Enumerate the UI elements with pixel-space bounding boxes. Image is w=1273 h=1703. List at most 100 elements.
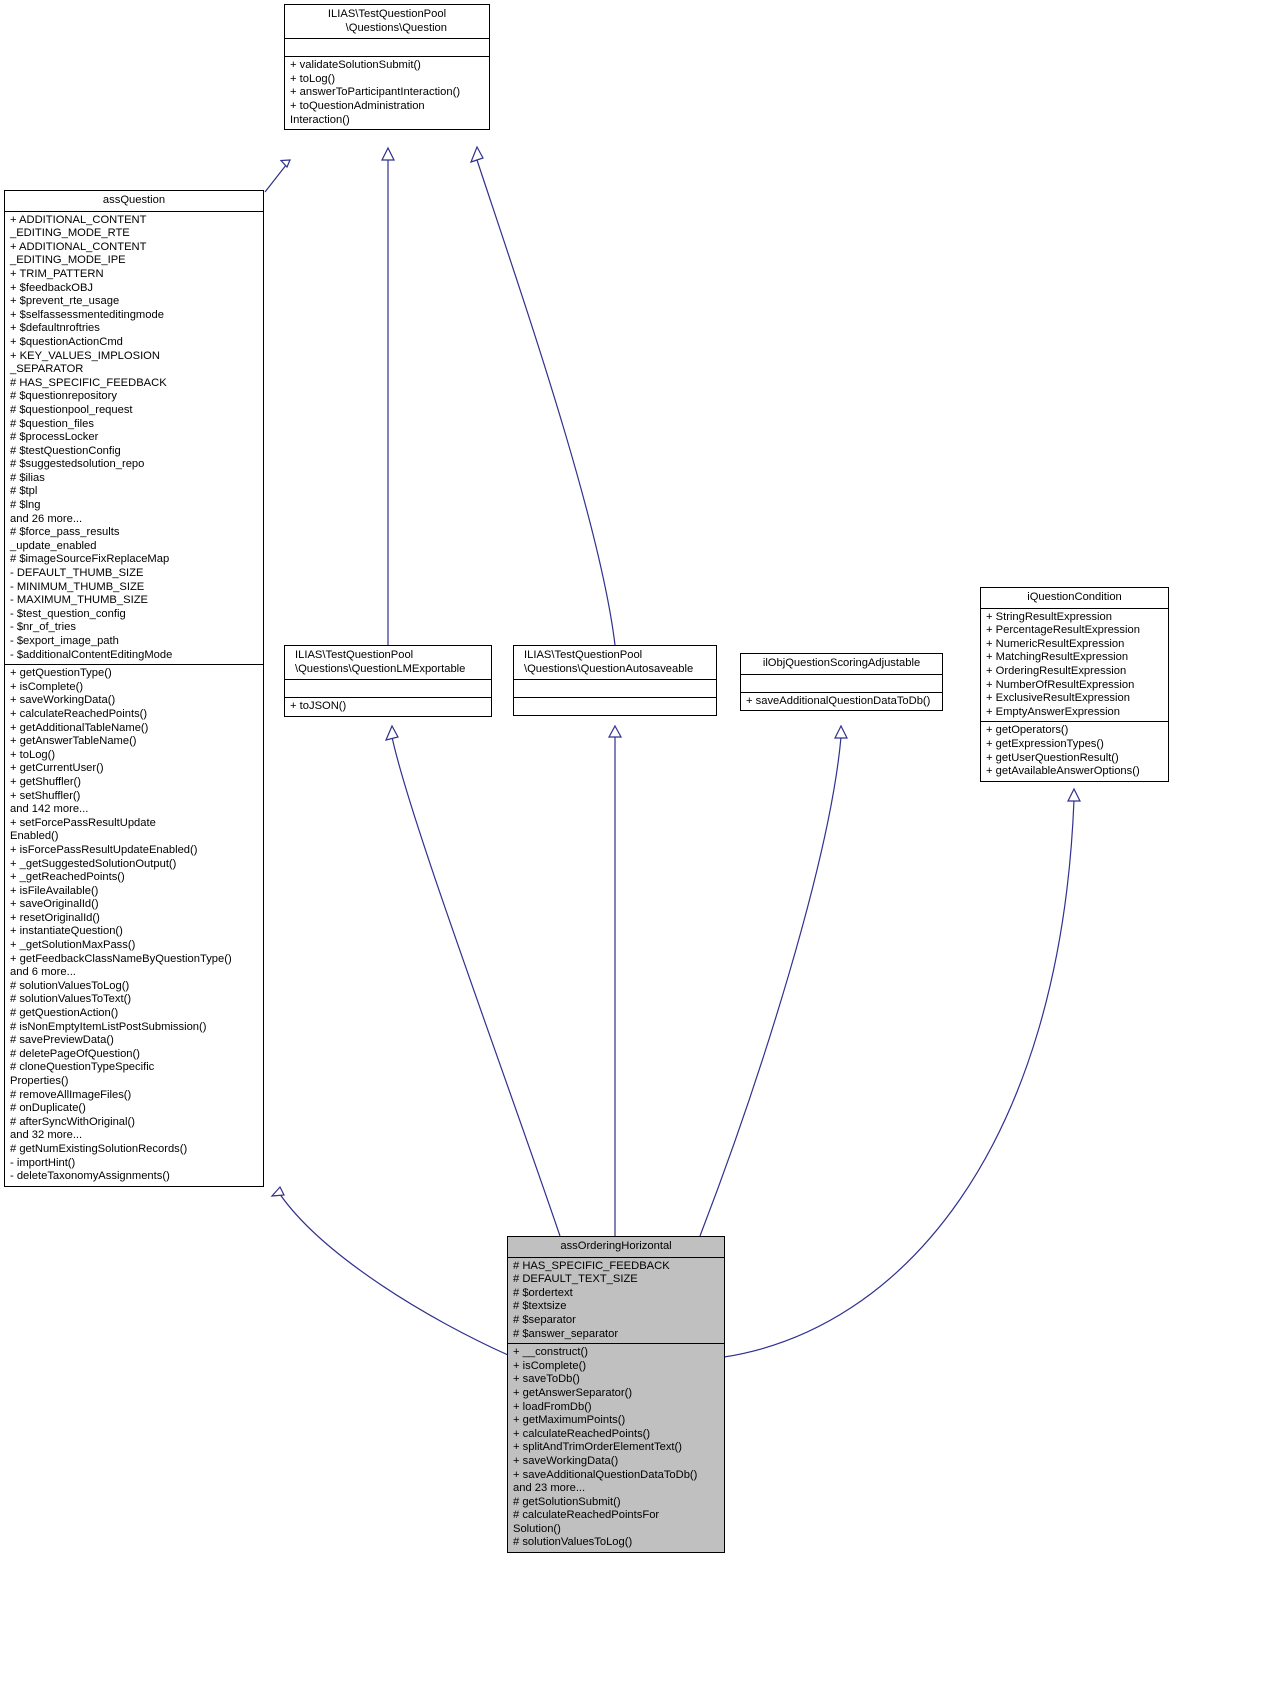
member-row: and 23 more... <box>513 1482 586 1495</box>
class-title-assquestion: assQuestion <box>102 194 166 206</box>
member-row: Enabled() <box>10 830 59 843</box>
member-row: _EDITING_MODE_IPE <box>10 254 126 267</box>
class-box-ilobjquestionscoringadjustable[interactable]: ilObjQuestionScoringAdjustable + saveAdd… <box>740 653 943 712</box>
member-row: + isComplete() <box>10 680 84 693</box>
member-row: + ADDITIONAL_CONTENT <box>10 240 147 253</box>
member-row: # $suggestedsolution_repo <box>10 458 145 471</box>
methods-compartment-ilobjquestionscoringadjustable: + saveAdditionalQuestionDataToDb() <box>741 693 942 711</box>
member-row: # $answer_separator <box>513 1327 619 1340</box>
member-row: - DEFAULT_THUMB_SIZE <box>10 567 144 580</box>
member-row: # $ilias <box>10 471 45 484</box>
member-row: - MINIMUM_THUMB_SIZE <box>10 580 145 593</box>
attributes-compartment-assorderinghorizontal: # HAS_SPECIFIC_FEEDBACK# DEFAULT_TEXT_SI… <box>508 1258 724 1344</box>
member-row: + getUserQuestionResult() <box>986 751 1119 764</box>
member-row: + instantiateQuestion() <box>10 925 123 938</box>
class-title-ilobjquestionscoringadjustable: ilObjQuestionScoringAdjustable <box>762 657 921 669</box>
divider <box>285 38 489 40</box>
member-row: # $testQuestionConfig <box>10 444 121 457</box>
member-row: _update_enabled <box>10 539 97 552</box>
member-row: + setShuffler() <box>10 789 81 802</box>
member-row: - deleteTaxonomyAssignments() <box>10 1170 170 1183</box>
member-row: + ADDITIONAL_CONTENT <box>10 213 147 226</box>
member-row: # solutionValuesToLog() <box>513 1536 633 1549</box>
member-row: # $question_files <box>10 417 94 430</box>
attributes-compartment-iquestioncondition: + StringResultExpression+ PercentageResu… <box>981 609 1168 722</box>
class-box-questionautosaveable[interactable]: ILIAS\TestQuestionPool \Questions\Questi… <box>513 645 717 717</box>
member-row: # onDuplicate() <box>10 1102 86 1115</box>
member-row: # $lng <box>10 499 41 512</box>
member-row: + toLog() <box>10 748 56 761</box>
divider <box>508 1343 724 1345</box>
member-row: + getAdditionalTableName() <box>10 721 149 734</box>
member-row: # $force_pass_results <box>10 526 120 539</box>
member-row: + ExclusiveResultExpression <box>986 692 1130 705</box>
member-row: + saveAdditionalQuestionDataToDb() <box>746 694 931 707</box>
member-row: # getNumExistingSolutionRecords() <box>10 1142 188 1155</box>
class-title-questionautosaveable: ILIAS\TestQuestionPool \Questions\Questi… <box>524 649 694 675</box>
member-row: Interaction() <box>290 113 350 126</box>
member-row: # cloneQuestionTypeSpecific <box>10 1061 155 1074</box>
class-box-assorderinghorizontal[interactable]: assOrderingHorizontal # HAS_SPECIFIC_FEE… <box>507 1236 725 1554</box>
member-row: # $textsize <box>513 1300 567 1313</box>
divider <box>741 691 942 693</box>
class-box-question[interactable]: ILIAS\TestQuestionPool \Questions\Questi… <box>284 4 490 131</box>
member-row: + TRIM_PATTERN <box>10 267 104 280</box>
member-row: + getExpressionTypes() <box>986 737 1104 750</box>
member-row: and 32 more... <box>10 1129 83 1142</box>
member-row: - MAXIMUM_THUMB_SIZE <box>10 594 148 607</box>
divider <box>285 679 491 681</box>
divider <box>981 607 1168 609</box>
member-row: + NumericResultExpression <box>986 637 1125 650</box>
class-title-assorderinghorizontal: assOrderingHorizontal <box>560 1240 672 1252</box>
member-row: + setForcePassResultUpdate <box>10 816 156 829</box>
attributes-compartment-questionlmexportable <box>285 680 491 697</box>
methods-compartment-question: + validateSolutionSubmit() + toLog() + a… <box>285 57 489 129</box>
member-row: # $ordertext <box>513 1286 573 1299</box>
member-row: Solution() <box>513 1522 561 1535</box>
member-row: + calculateReachedPoints() <box>513 1427 651 1440</box>
divider <box>285 56 489 58</box>
member-row: + EmptyAnswerExpression <box>986 705 1120 718</box>
member-row: - $additionalContentEditingMode <box>10 648 173 661</box>
methods-compartment-iquestioncondition: + getOperators()+ getExpressionTypes()+ … <box>981 722 1168 780</box>
member-row: + _getSuggestedSolutionOutput() <box>10 857 177 870</box>
methods-compartment-questionautosaveable <box>514 698 716 715</box>
member-row: # afterSyncWithOriginal() <box>10 1115 135 1128</box>
member-row: + getFeedbackClassNameByQuestionType() <box>10 952 232 965</box>
attributes-compartment-ilobjquestionscoringadjustable <box>741 675 942 692</box>
attributes-compartment-questionautosaveable <box>514 680 716 697</box>
attributes-compartment-question <box>285 39 489 56</box>
member-row: + __construct() <box>513 1346 588 1359</box>
class-title-iquestioncondition: iQuestionCondition <box>1027 591 1122 603</box>
divider <box>514 679 716 681</box>
member-row: + isFileAvailable() <box>10 884 99 897</box>
member-row: + getCurrentUser() <box>10 762 104 775</box>
member-row: + _getSolutionMaxPass() <box>10 939 136 952</box>
member-row: # $questionrepository <box>10 390 117 403</box>
member-row: + getShuffler() <box>10 775 81 788</box>
methods-compartment-assquestion: + getQuestionType()+ isComplete()+ saveW… <box>5 665 263 1186</box>
member-row: and 26 more... <box>10 512 83 525</box>
divider <box>5 664 263 666</box>
member-row: # removeAllImageFiles() <box>10 1088 132 1101</box>
member-row: # HAS_SPECIFIC_FEEDBACK <box>10 376 167 389</box>
member-row: + MatchingResultExpression <box>986 651 1129 664</box>
divider <box>514 697 716 699</box>
class-box-assquestion[interactable]: assQuestion + ADDITIONAL_CONTENT_EDITING… <box>4 190 264 1187</box>
class-box-questionlmexportable[interactable]: ILIAS\TestQuestionPool \Questions\Questi… <box>284 645 492 717</box>
member-row: + $defaultnroftries <box>10 322 100 335</box>
member-row: + getAvailableAnswerOptions() <box>986 765 1140 778</box>
member-row: + saveOriginalId() <box>10 898 99 911</box>
member-row: + getMaximumPoints() <box>513 1414 626 1427</box>
member-row: - $export_image_path <box>10 635 119 647</box>
member-row: + loadFromDb() <box>513 1400 592 1413</box>
member-row: # DEFAULT_TEXT_SIZE <box>513 1273 638 1286</box>
member-row: # HAS_SPECIFIC_FEEDBACK <box>513 1259 670 1272</box>
member-row: - $test_question_config <box>10 607 126 620</box>
class-box-iquestioncondition[interactable]: iQuestionCondition + StringResultExpress… <box>980 587 1169 782</box>
class-title-questionlmexportable: ILIAS\TestQuestionPool \Questions\Questi… <box>295 649 466 675</box>
divider <box>5 210 263 212</box>
member-row: # isNonEmptyItemListPostSubmission() <box>10 1020 207 1033</box>
member-row: + isComplete() <box>513 1359 587 1372</box>
